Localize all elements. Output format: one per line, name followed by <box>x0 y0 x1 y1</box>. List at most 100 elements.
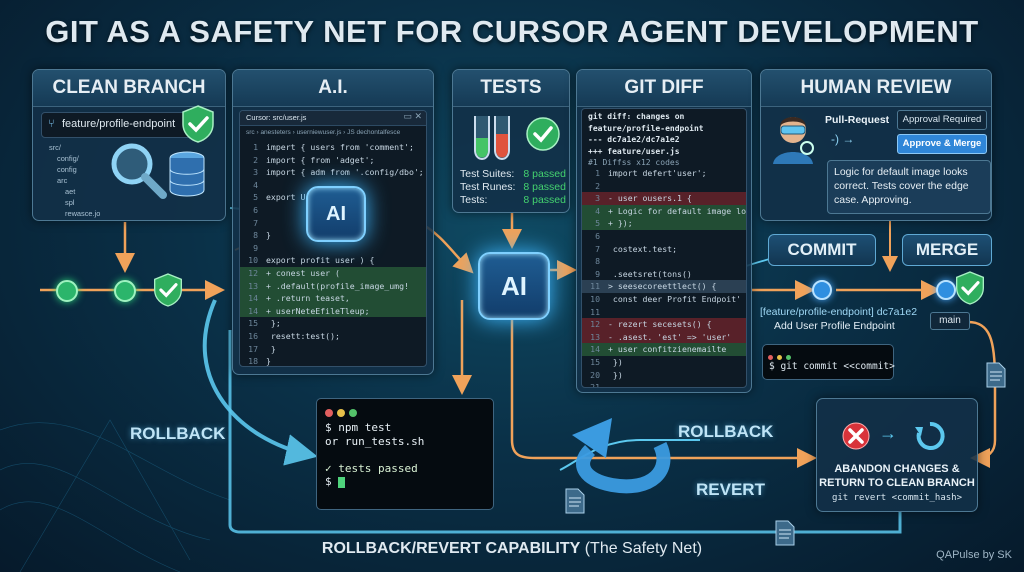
credit: QAPulse by SK <box>936 549 1012 561</box>
code-line: 7 <box>240 217 426 230</box>
code-line: 3 - user ousers.1 { <box>582 192 746 205</box>
code-text: + Logic for default image lo <box>608 205 746 216</box>
line-number: 15 <box>248 318 258 329</box>
code-text: resett:test(); <box>266 330 340 341</box>
tree-item[interactable]: config <box>57 165 77 174</box>
file-tree: src/ config/ config arc aet spl rewasce.… <box>45 142 125 219</box>
test-label: Test Suites: <box>460 168 515 180</box>
footer-bold: ROLLBACK/REVERT CAPABILITY <box>321 540 581 557</box>
code-line: 11> seesecoreettlect() { <box>582 280 746 293</box>
commit-command: $ git commit <<commit> <box>769 361 895 372</box>
code-line: 14+ userNeteEfileTleup; <box>240 304 426 318</box>
code-text: } <box>266 343 276 354</box>
test-label: Test Runes: <box>460 181 516 193</box>
code-line: 6 <box>582 230 746 243</box>
git-diff-panel: GIT DIFF git diff: changes on feature/pr… <box>576 69 752 393</box>
tests-header: TESTS <box>453 70 569 107</box>
diff-intro-line: git diff: changes on <box>588 112 685 121</box>
review-comment: Logic for default image looks correct. T… <box>827 160 991 214</box>
code-text: - user ousers.1 { <box>608 193 692 204</box>
code-line: 16 resett:test(); <box>240 330 426 343</box>
shield-check-icon <box>182 105 214 143</box>
code-text: + conest user ( <box>266 267 340 278</box>
line-number: 8 <box>595 256 600 267</box>
rollback-label-right: ROLLBACK <box>678 422 774 441</box>
line-number: 11 <box>590 281 600 292</box>
ai-core-icon: AI <box>478 252 550 320</box>
diff-viewer[interactable]: git diff: changes on feature/profile-end… <box>581 108 747 388</box>
line-number: 10 <box>590 293 600 304</box>
line-number: 13 <box>248 280 258 291</box>
code-text: + userNeteEfileTleup; <box>266 305 370 316</box>
magnifier-icon <box>111 143 167 199</box>
editor-breadcrumb: src › anesteters › userniewuser.js › JS … <box>246 129 401 136</box>
tree-item[interactable]: config/ <box>57 154 79 163</box>
approve-merge-button[interactable]: Approve & Merge <box>897 134 987 154</box>
commit-label: COMMIT <box>768 234 876 266</box>
commit-node[interactable] <box>812 280 832 300</box>
commit-node-green[interactable] <box>56 280 78 302</box>
document-icon <box>565 488 585 514</box>
code-line: 15 }) <box>582 356 746 369</box>
revert-label: REVERT <box>696 480 765 499</box>
code-text: + user confitzienemailte <box>608 344 727 355</box>
tree-item[interactable]: arc <box>57 176 68 185</box>
code-line: 5+ }); <box>582 217 746 230</box>
code-text: const deer Profit Endpoit' <box>608 293 742 304</box>
tests-panel: TESTS Test Suites: 8 passed Test Runes: … <box>452 69 570 213</box>
page-title: GIT AS A SAFETY NET FOR CURSOR AGENT DEV… <box>45 14 979 49</box>
code-text: }; <box>266 318 281 329</box>
line-number: 1 <box>595 168 600 178</box>
line-number: 17 <box>248 343 258 354</box>
commit-node-green[interactable] <box>114 280 136 302</box>
terminal-prompt-line: $ <box>325 475 424 489</box>
main-branch-badge: main <box>930 312 970 330</box>
code-line: 18} <box>240 355 426 366</box>
approval-required-badge: Approval Required <box>897 110 987 130</box>
git-diff-header: GIT DIFF <box>577 70 751 107</box>
code-line: 13+ .default(profile_image_umg! <box>240 279 426 293</box>
tree-item[interactable]: rewasce.jo <box>65 209 101 218</box>
diff-intro-line: --- dc7a1e2/dc7a1e2 <box>588 135 680 144</box>
code-text: .seetsret(tons() <box>608 268 692 279</box>
pr-arrow-icon: -) → <box>831 132 855 146</box>
test-row: Tests: 8 passed <box>460 194 566 207</box>
terminal-line <box>325 448 424 462</box>
revert-command: git revert <commit_hash> <box>831 493 963 503</box>
line-number: 15 <box>590 356 600 367</box>
code-line: 11 <box>582 306 746 319</box>
diff-intro-line: +++ feature/user.js <box>588 146 680 156</box>
merge-node[interactable] <box>936 280 956 300</box>
editor-tab[interactable]: Cursor: src/user.js ▭ ✕ <box>240 111 426 126</box>
line-number: 12 <box>248 267 258 278</box>
test-tubes-icon <box>474 116 510 160</box>
code-text: import { from 'adget'; <box>266 154 375 165</box>
terminal-line: $ npm test <box>325 421 392 434</box>
line-number: 7 <box>253 217 258 228</box>
abandon-title-1: ABANDON CHANGES & <box>834 463 960 475</box>
window-controls-icon[interactable]: ▭ ✕ <box>403 111 422 121</box>
tree-item[interactable]: aet <box>65 187 76 196</box>
code-text: + }); <box>608 218 633 229</box>
code-text: - .asest. 'est' => 'user' <box>608 331 732 342</box>
tree-item[interactable]: src/ <box>49 143 61 152</box>
line-number: 5 <box>253 192 258 203</box>
branch-name-box[interactable]: ⑂ feature/profile-endpoint <box>41 112 203 138</box>
abandon-title-2: RETURN TO CLEAN BRANCH <box>819 477 975 489</box>
human-review-header: HUMAN REVIEW <box>761 70 991 107</box>
code-text: + .return teaset, <box>266 293 350 304</box>
test-terminal[interactable]: $ npm test or run_tests.sh ✓ tests passe… <box>316 398 494 510</box>
tree-item[interactable]: spl <box>65 198 75 207</box>
line-number: 2 <box>595 180 600 191</box>
undo-icon <box>915 421 945 450</box>
line-number: 3 <box>595 193 600 204</box>
code-text: }) <box>608 356 623 367</box>
line-number: 1 <box>253 142 258 152</box>
line-number: 9 <box>595 268 600 279</box>
line-number: 4 <box>253 179 258 190</box>
code-text: - rezert secesets() { <box>608 319 712 330</box>
code-text: import defert'user'; <box>608 168 707 178</box>
footer-normal: (The Safety Net) <box>580 540 703 557</box>
